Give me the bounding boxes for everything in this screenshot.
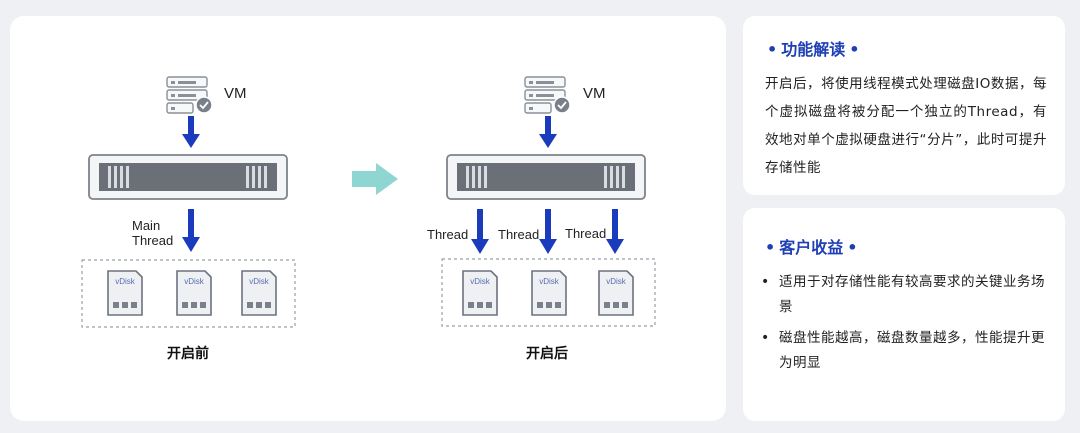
vdisk-icon: vDisk [531,270,567,316]
down-arrow-icon [539,116,557,148]
bullet-dot-icon: • [767,40,778,59]
feature-card-body: 开启后，将使用线程模式处理磁盘IO数据，每个虚拟磁盘将被分配一个独立的Threa… [765,76,1047,176]
benefit-card-title: •客户收益• [761,234,1047,258]
vdisk-icon: vDisk [176,270,212,316]
vdisk-label: vDisk [539,277,560,286]
feature-card-title: •功能解读• [763,36,1047,60]
vdisk-icon: vDisk [107,270,143,316]
down-arrow-icon [539,209,557,254]
vm-label: VM [224,85,247,102]
io-thread-diagram: VM Main Thread [81,76,656,361]
vm-server-icon [524,76,571,114]
thread-label: Thread [427,227,468,242]
vdisk-icon: vDisk [241,270,277,316]
transition-arrow-icon [352,163,398,195]
bullet-dot-icon: • [847,238,858,257]
before-caption: 开启前 [167,345,209,361]
disk-group-box [81,259,296,328]
vdisk-label: vDisk [184,277,205,286]
disk-group-box [441,258,656,327]
benefit-card: •客户收益• 适用于对存储性能有较高要求的关键业务场景 磁盘性能越高，磁盘数量越… [743,208,1065,421]
bullet-dot-icon: • [765,238,776,257]
bullet-dot-icon: • [849,40,860,59]
vdisk-label: vDisk [115,277,136,286]
down-arrow-icon [182,209,200,252]
vdisk-label: vDisk [470,277,491,286]
down-arrow-icon [182,116,200,148]
vdisk-icon: vDisk [598,270,634,316]
storage-controller-icon [446,154,646,200]
feature-card: •功能解读• 开启后，将使用线程模式处理磁盘IO数据，每个虚拟磁盘将被分配一个独… [743,16,1065,195]
main-thread-line-2: Thread [132,233,173,248]
benefit-item: 磁盘性能越高，磁盘数量越多，性能提升更为明显 [761,326,1047,376]
thread-label: Thread [498,227,539,242]
diagram-panel: VM Main Thread [10,16,726,421]
after-section: VM Thread Thread [427,76,656,361]
vdisk-label: vDisk [249,277,270,286]
main-thread-line-1: Main [132,218,160,233]
vm-server-icon [166,76,213,114]
down-arrow-icon [471,209,489,254]
benefit-title-text: 客户收益 [779,238,844,257]
after-caption: 开启后 [526,345,568,361]
feature-title-text: 功能解读 [781,40,846,59]
thread-label: Thread [565,226,606,241]
main-thread-label: Main Thread [132,218,173,248]
vdisk-label: vDisk [606,277,627,286]
before-section: VM Main Thread [81,76,296,361]
vm-label: VM [583,85,606,102]
down-arrow-icon [606,209,624,254]
benefit-item: 适用于对存储性能有较高要求的关键业务场景 [761,270,1047,320]
storage-controller-icon [88,154,288,200]
vdisk-icon: vDisk [462,270,498,316]
benefit-list: 适用于对存储性能有较高要求的关键业务场景 磁盘性能越高，磁盘数量越多，性能提升更… [761,270,1047,376]
